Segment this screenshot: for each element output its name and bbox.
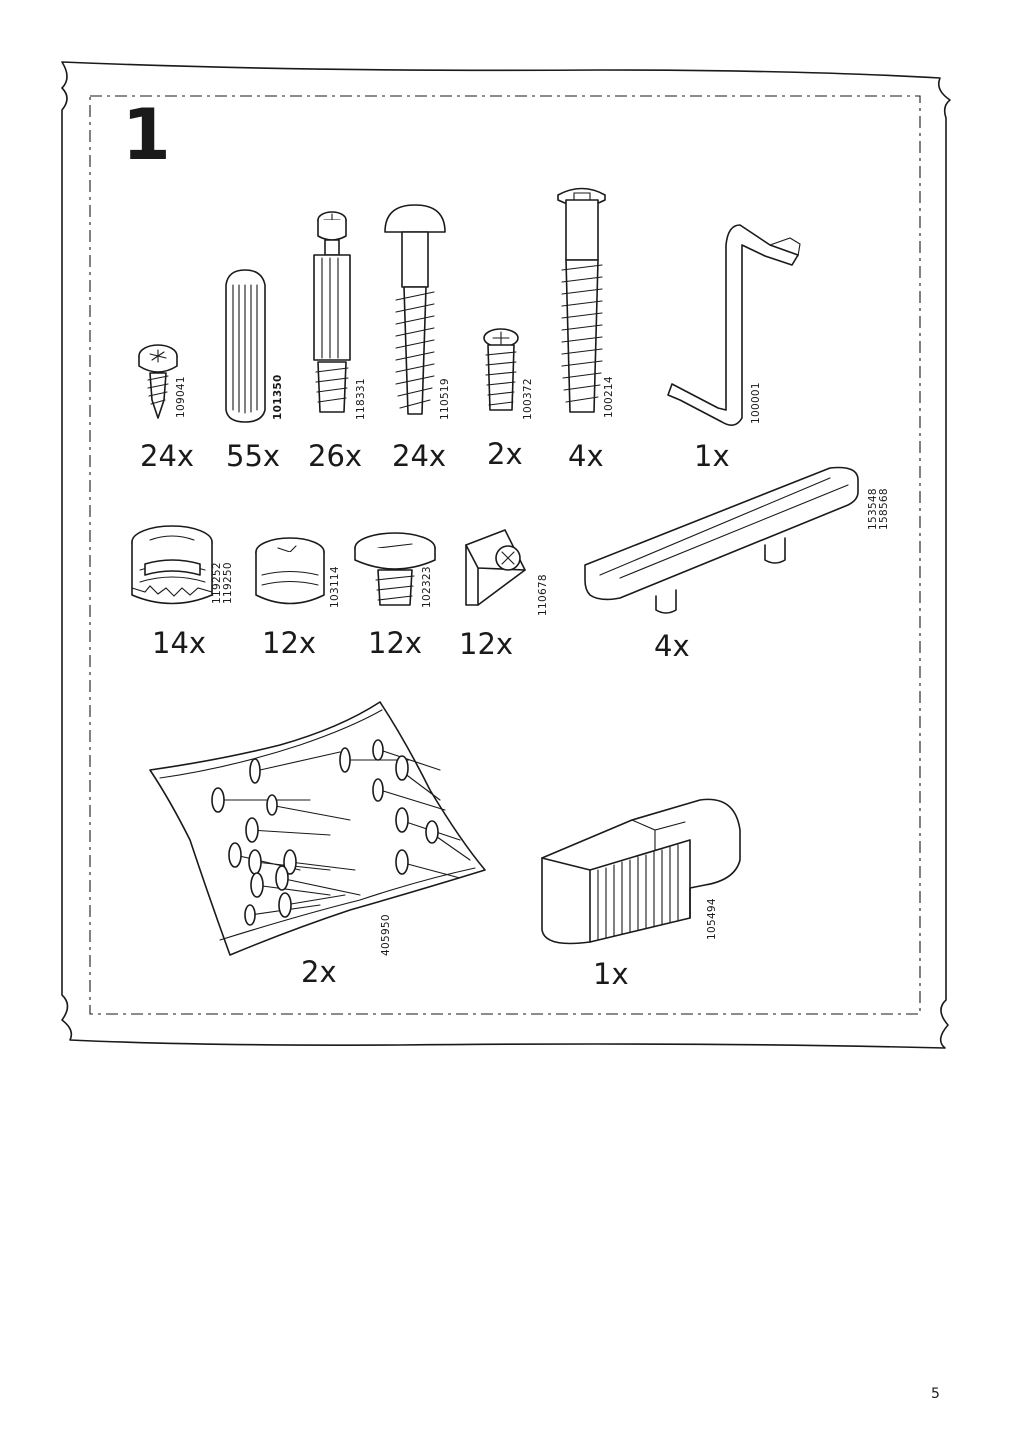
allen-key-illustration: [667, 224, 801, 426]
code-nail-bag: 405950: [380, 914, 392, 956]
quantity-screw-small: 24x: [140, 439, 195, 473]
quantity-long-bolt: 4x: [568, 439, 604, 473]
code-long-bolt: 100214: [603, 376, 615, 418]
code-allen-key: 100001: [750, 382, 762, 424]
quantity-cam-lock-small: 12x: [262, 626, 317, 660]
quantity-round-head-dowel: 24x: [392, 439, 447, 473]
handle-illustration: [584, 466, 859, 614]
cam-lock-illustration: [131, 525, 213, 605]
round-head-dowel-illustration: [384, 204, 446, 415]
code-cam-lock-small: 103114: [329, 566, 341, 608]
screw-small-illustration: [138, 344, 178, 419]
quantity-allen-key: 1x: [694, 439, 730, 473]
code-cam-bolt: 118331: [355, 378, 367, 420]
page-number: 5: [931, 1386, 940, 1402]
code-screw-small: 109041: [175, 376, 187, 418]
quantity-flat-head-screw: 12x: [368, 626, 423, 660]
clip-holder-illustration: [541, 798, 741, 945]
quantity-wooden-dowel: 55x: [226, 439, 281, 473]
quantity-corner-bracket: 12x: [459, 627, 514, 661]
quantity-nail-bag: 2x: [301, 955, 337, 989]
code-short-screw: 100372: [522, 378, 534, 420]
code-round-head-dowel: 110519: [439, 378, 451, 420]
long-bolt-illustration: [557, 187, 606, 413]
cam-bolt-illustration: [313, 211, 351, 413]
quantity-short-screw: 2x: [487, 437, 523, 471]
step-number: 1: [122, 94, 171, 176]
cam-lock-small-illustration: [255, 537, 325, 605]
quantity-handle: 4x: [654, 629, 690, 663]
flat-head-screw-illustration: [354, 532, 436, 606]
quantity-cam-lock: 14x: [152, 626, 207, 660]
quantity-clip-holder: 1x: [593, 957, 629, 991]
code-clip-holder: 105494: [706, 898, 718, 940]
wooden-dowel-illustration: [225, 269, 266, 423]
corner-bracket-illustration: [465, 529, 526, 606]
code-corner-bracket: 110678: [537, 574, 549, 616]
code-flat-head-screw: 102323: [421, 566, 433, 608]
parts-illustrations: [131, 187, 859, 956]
code-wooden-dowel: 101350: [272, 374, 284, 420]
step-frame: [61, 61, 951, 1049]
nail-bag-illustration: [149, 701, 486, 956]
short-screw-illustration: [483, 328, 519, 411]
quantity-cam-bolt: 26x: [308, 439, 363, 473]
